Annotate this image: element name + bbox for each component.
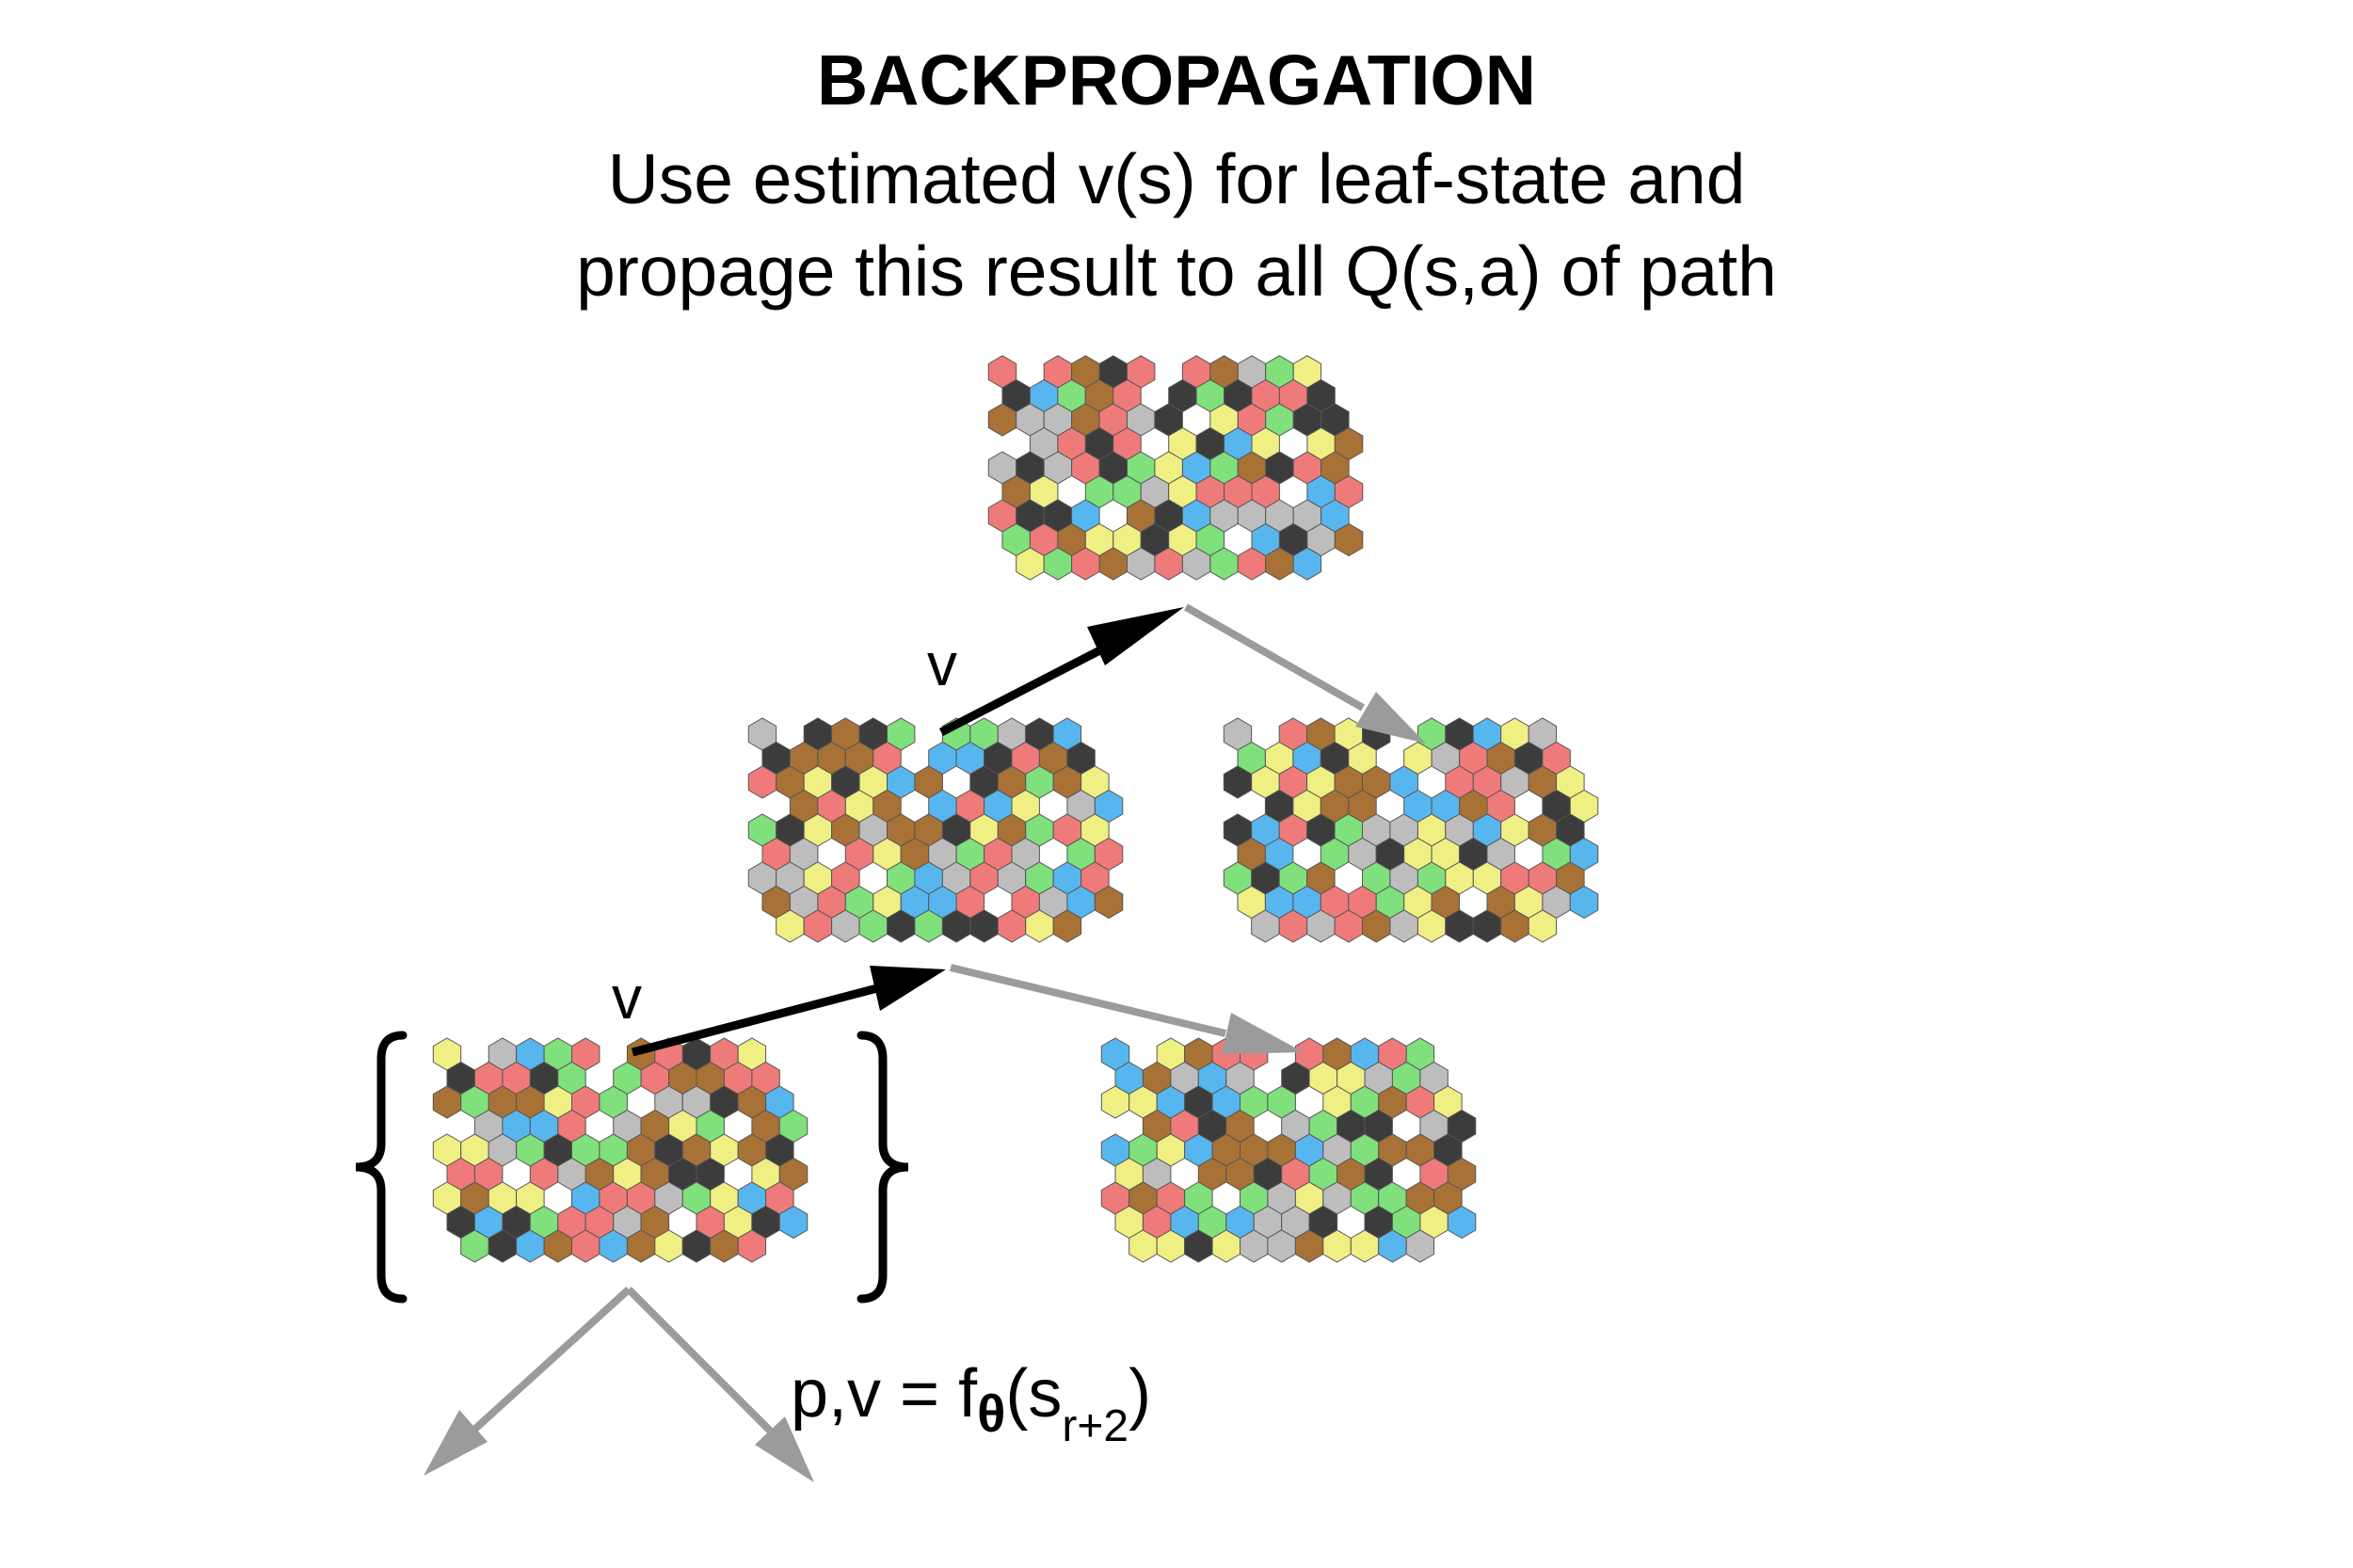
backprop-arrow-lower-head (870, 966, 946, 1011)
edge-mid-to-bottom-right (950, 964, 1226, 1037)
hex-cell (1292, 547, 1322, 581)
hex-cell (1405, 1229, 1435, 1263)
board-bottom-right (1100, 1037, 1477, 1263)
formula-theta: θ (977, 1384, 1005, 1443)
page-title: BACKPROPAGATION (817, 40, 1536, 120)
formula-subscript: r+2 (1062, 1401, 1128, 1451)
tree-edges (424, 603, 1426, 1482)
edge-leaf-to-child-left (472, 1287, 632, 1432)
hex-cell (1569, 885, 1599, 920)
hex-cell (1447, 1205, 1477, 1240)
hex-cell (1052, 909, 1082, 943)
formula-open: (s (1005, 1356, 1062, 1432)
edge-leaf-to-child-right-head (755, 1416, 814, 1482)
board-leaf (432, 1037, 808, 1263)
edge-root-to-mid-right (1184, 603, 1365, 712)
backprop-arrow-lower (631, 984, 879, 1057)
left-brace (355, 1031, 408, 1304)
board-mid-right (1223, 717, 1599, 943)
subtitle-line-2: propage this result to all Q(s,a) of pat… (576, 232, 1777, 311)
edge-mid-to-bottom-right-head (1222, 1013, 1304, 1054)
leaf-braces (355, 1031, 909, 1304)
hex-cell (1528, 909, 1558, 943)
boards-layer (432, 355, 1599, 1263)
right-brace (856, 1031, 909, 1304)
edge-root-to-mid-right-head (1355, 692, 1426, 744)
formula-close: ) (1128, 1356, 1151, 1432)
board-mid-left (747, 717, 1124, 943)
edge-label-upper-v: v (927, 631, 957, 698)
board-root (987, 355, 1364, 581)
backprop-arrows (631, 607, 1184, 1057)
hex-cell (1334, 522, 1364, 557)
value-formula: p,v = fθ(sr+2) (791, 1356, 1151, 1451)
hex-cell (1094, 885, 1124, 920)
edge-leaf-to-child-left-head (424, 1410, 488, 1476)
formula-lhs: p,v = f (791, 1356, 978, 1432)
subtitle-line-1: Use estimated v(s) for leaf-state and (607, 139, 1746, 218)
hex-cell (737, 1229, 767, 1263)
backprop-arrow-upper (938, 637, 1121, 736)
svg-text:p,v = fθ(sr+2): p,v = fθ(sr+2) (791, 1356, 1151, 1451)
edge-leaf-to-child-right (626, 1287, 773, 1433)
backprop-arrow-upper-head (1087, 607, 1184, 665)
hex-cell (778, 1205, 808, 1240)
edge-label-lower-v: v (612, 964, 642, 1032)
